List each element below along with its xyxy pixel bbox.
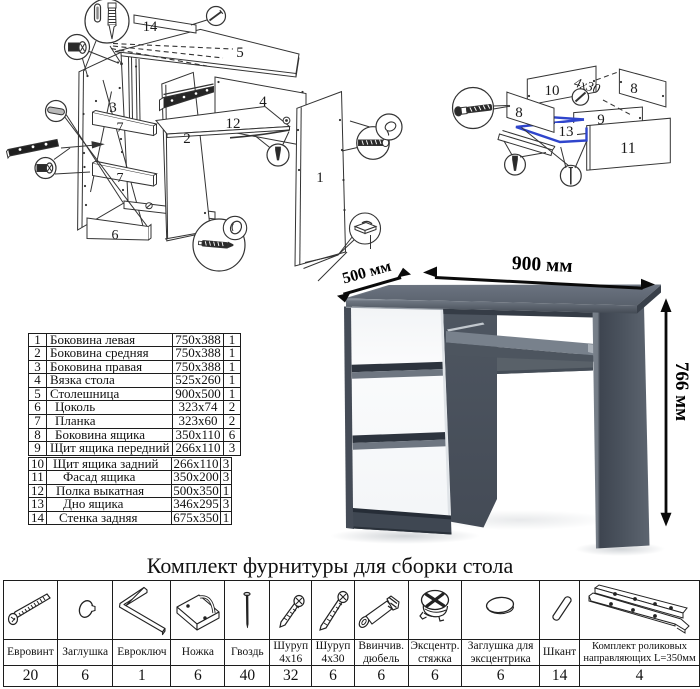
svg-text:9: 9 <box>597 112 605 128</box>
svg-text:2: 2 <box>183 131 191 147</box>
svg-text:13: 13 <box>559 124 574 140</box>
svg-text:12: 12 <box>226 116 241 132</box>
svg-text:1: 1 <box>316 170 324 186</box>
svg-text:14: 14 <box>143 19 158 35</box>
svg-text:5: 5 <box>236 45 244 61</box>
svg-text:766 мм: 766 мм <box>671 362 692 421</box>
svg-text:10: 10 <box>545 83 560 99</box>
svg-text:7: 7 <box>117 171 124 186</box>
svg-text:4: 4 <box>259 94 267 110</box>
svg-text:900 мм: 900 мм <box>511 253 573 277</box>
svg-text:8: 8 <box>630 81 638 97</box>
svg-text:7: 7 <box>117 121 124 136</box>
svg-text:11: 11 <box>620 140 635 157</box>
svg-text:8: 8 <box>515 105 523 121</box>
svg-text:6: 6 <box>112 228 119 243</box>
svg-text:4х30: 4х30 <box>572 75 602 97</box>
svg-text:3: 3 <box>109 100 117 116</box>
